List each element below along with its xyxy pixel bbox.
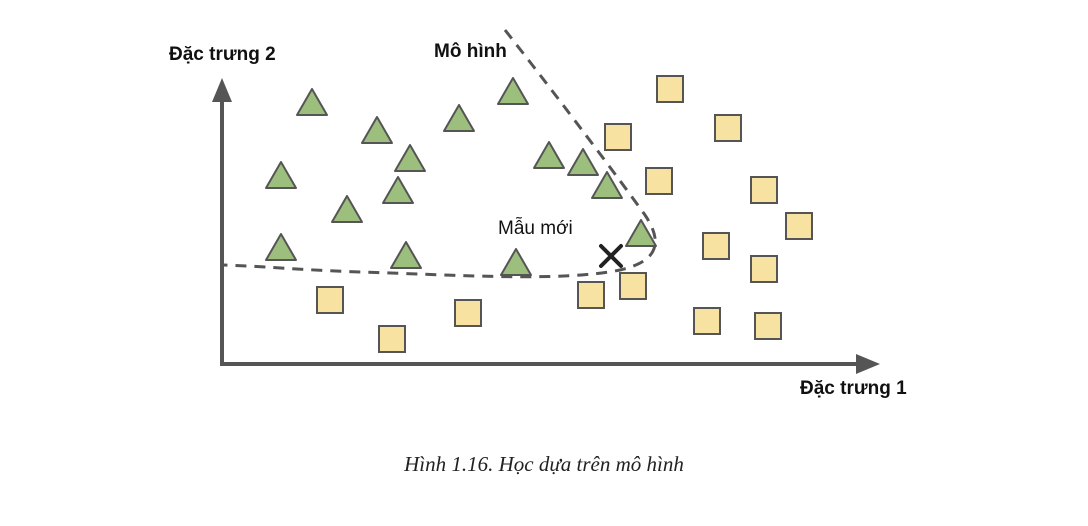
triangle-icon — [382, 176, 414, 204]
x-axis-arrow-icon — [856, 354, 880, 374]
figure-caption: Hình 1.16. Học dựa trên mô hình — [404, 452, 684, 476]
square-icon — [693, 307, 721, 335]
triangle-icon — [567, 148, 599, 176]
square-group — [316, 75, 813, 353]
triangle-icon — [500, 248, 532, 276]
triangle-icon — [331, 195, 363, 223]
x-axis-label: Đặc trưng 1 — [800, 378, 907, 399]
model-label: Mô hình — [434, 41, 507, 62]
triangle-icon — [265, 233, 297, 261]
square-icon — [750, 176, 778, 204]
square-icon — [645, 167, 673, 195]
model-boundary — [221, 29, 657, 279]
y-axis-label: Đặc trưng 2 — [169, 44, 276, 65]
triangle-icon — [390, 241, 422, 269]
square-icon — [702, 232, 730, 260]
square-icon — [754, 312, 782, 340]
square-icon — [714, 114, 742, 142]
square-icon — [750, 255, 778, 283]
triangle-icon — [533, 141, 565, 169]
y-axis-arrow-icon — [212, 78, 232, 102]
triangle-group — [265, 77, 657, 276]
new-sample-label: Mẫu mới — [498, 217, 573, 239]
triangle-icon — [625, 219, 657, 247]
square-icon — [577, 281, 605, 309]
triangle-icon — [296, 88, 328, 116]
square-icon — [656, 75, 684, 103]
square-icon — [785, 212, 813, 240]
square-icon — [378, 325, 406, 353]
triangle-icon — [361, 116, 393, 144]
square-icon — [316, 286, 344, 314]
triangle-icon — [394, 144, 426, 172]
triangle-icon — [265, 161, 297, 189]
triangle-icon — [443, 104, 475, 132]
triangle-icon — [591, 171, 623, 199]
square-icon — [454, 299, 482, 327]
square-icon — [619, 272, 647, 300]
square-icon — [604, 123, 632, 151]
triangle-icon — [497, 77, 529, 105]
x-mark-icon — [599, 244, 623, 268]
